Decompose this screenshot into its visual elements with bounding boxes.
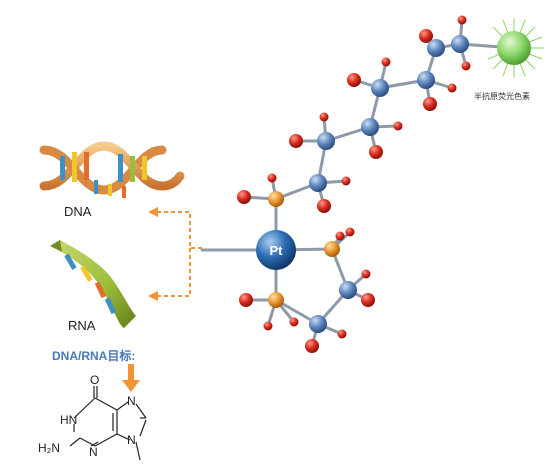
hydrogen-atom xyxy=(447,83,457,93)
oxygen-atom xyxy=(305,339,319,353)
dna-base xyxy=(94,180,98,194)
dna-base xyxy=(122,186,126,198)
oxygen-atom xyxy=(369,145,383,159)
dna-base xyxy=(84,152,89,180)
oxygen-atom xyxy=(361,293,375,307)
carbon-atom xyxy=(371,79,389,97)
hydrogen-atom xyxy=(341,176,351,186)
hydrogen-atom xyxy=(393,121,403,131)
hydrogen-atom xyxy=(345,227,355,237)
nitrogen-atoms xyxy=(268,191,340,308)
target-label: DNA/RNA目标: xyxy=(52,349,136,363)
guanine-n9: N xyxy=(127,433,136,447)
dye-label: 半抗原荧光色素 xyxy=(474,92,530,101)
oxygen-atoms xyxy=(237,29,437,353)
carbon-atoms xyxy=(309,35,469,333)
guanine-n7: N xyxy=(127,394,136,408)
hydrogen-atom xyxy=(263,321,273,331)
dna-base xyxy=(108,184,112,196)
carbon-atom xyxy=(309,174,327,192)
rna-base xyxy=(94,281,107,299)
carbon-atom xyxy=(451,35,469,53)
nitrogen-atom xyxy=(324,241,340,257)
hydrogen-atom xyxy=(461,61,471,71)
arrowhead-rna xyxy=(148,291,158,301)
guanine-amino: H₂N xyxy=(38,441,60,455)
arrow-to-dna xyxy=(156,211,202,249)
oxygen-atom xyxy=(239,293,253,307)
dna-label: DNA xyxy=(64,204,92,219)
dna-base xyxy=(142,156,147,180)
carbon-atom xyxy=(361,118,379,136)
rna-base xyxy=(104,297,117,315)
rna-base xyxy=(64,253,77,270)
oxygen-atom xyxy=(423,97,437,111)
hydrogen-atom xyxy=(289,317,299,327)
dna-helix xyxy=(39,141,185,198)
guanine-n3: N xyxy=(89,445,98,459)
carbon-atom xyxy=(417,71,435,89)
hydrogen-atom xyxy=(337,329,347,339)
arrowhead-dna xyxy=(148,207,158,217)
nitrogen-atom xyxy=(268,191,284,207)
binding-arrows xyxy=(156,211,202,297)
dna-base xyxy=(118,154,123,182)
hydrogen-atoms xyxy=(263,15,471,339)
guanine-oxygen: O xyxy=(90,373,99,387)
target-arrow xyxy=(122,364,140,392)
dna-base xyxy=(60,156,65,180)
arrow-to-rna xyxy=(156,248,191,297)
platinum-label: Pt xyxy=(270,243,284,258)
guanine-hn: HN xyxy=(60,413,77,427)
guanine-structure xyxy=(69,386,147,461)
hydrogen-atom xyxy=(335,231,345,241)
carbon-atom xyxy=(317,132,335,150)
hydrogen-atom xyxy=(361,269,371,279)
oxygen-atom xyxy=(289,134,303,148)
platinum-atom xyxy=(256,230,296,270)
nitrogen-atom xyxy=(268,292,284,308)
oxygen-atom xyxy=(317,199,331,213)
carbon-atom xyxy=(339,281,357,299)
hydrogen-atom xyxy=(319,112,329,122)
oxygen-atom xyxy=(419,29,433,43)
dna-base xyxy=(130,156,135,182)
hydrogen-atom xyxy=(267,173,277,183)
rna-base xyxy=(80,265,93,282)
oxygen-atom xyxy=(347,73,361,87)
carbon-atom xyxy=(309,315,327,333)
dna-base xyxy=(72,152,77,182)
fluorescent-dye xyxy=(487,18,544,78)
hydrogen-atom xyxy=(381,57,391,67)
rna-label: RNA xyxy=(68,318,96,333)
oxygen-atom xyxy=(237,190,251,204)
rna-ribbon xyxy=(50,240,136,328)
carbon-atom xyxy=(427,39,445,57)
dye-sphere xyxy=(497,31,531,65)
hydrogen-atom xyxy=(457,15,467,25)
